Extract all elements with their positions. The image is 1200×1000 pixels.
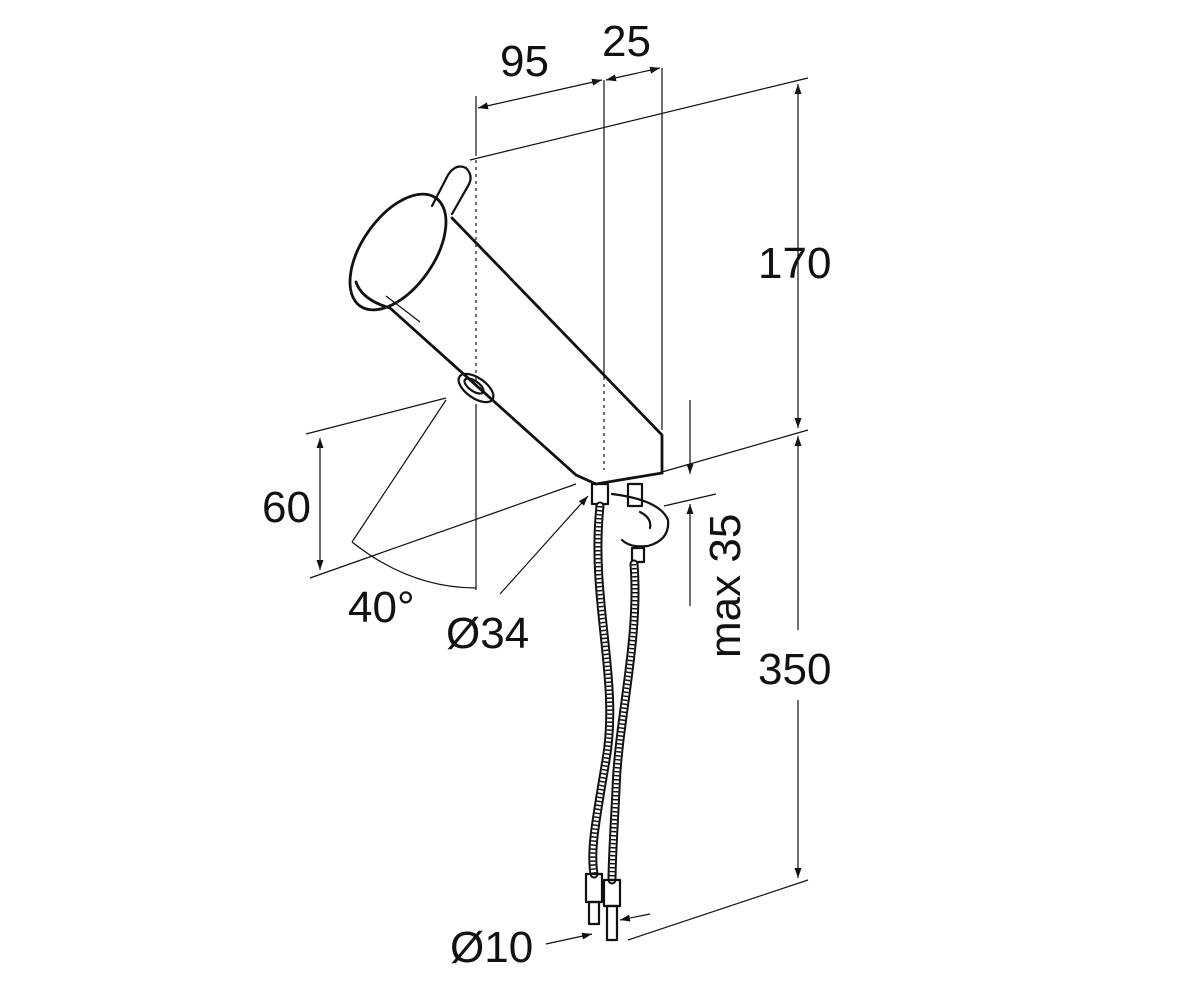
mounting-hardware	[590, 482, 670, 564]
supply-hoses	[584, 501, 640, 942]
label-aerator-height: 60	[262, 483, 311, 532]
dimension-labels: 95 25 170 60 40° Ø34 max 35 350 Ø10	[262, 17, 831, 972]
label-hose-length: 350	[758, 645, 831, 694]
label-angle: 40°	[348, 583, 415, 632]
label-height-above-deck: 170	[758, 239, 831, 288]
label-top-reach: 95	[500, 37, 549, 86]
faucet-body	[348, 165, 664, 486]
dimension-lines	[316, 66, 802, 945]
label-deck-thickness: max 35	[701, 514, 750, 658]
label-top-offset: 25	[602, 17, 651, 66]
extension-lines	[305, 68, 809, 941]
label-connection-diameter: Ø10	[450, 923, 533, 972]
label-base-diameter: Ø34	[446, 609, 529, 658]
